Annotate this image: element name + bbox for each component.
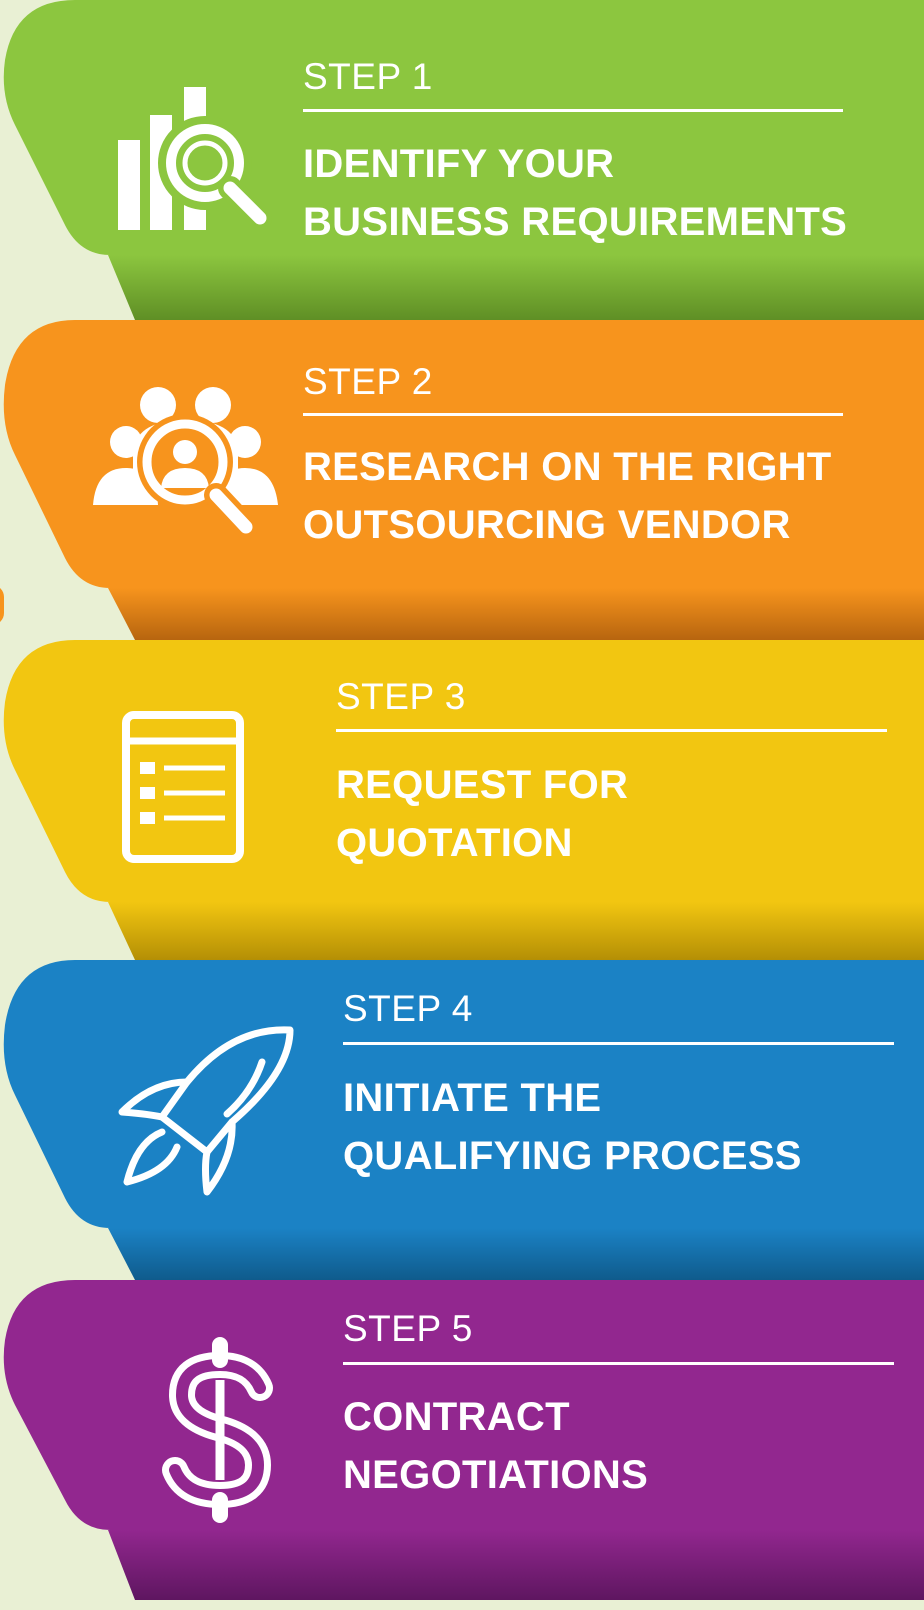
step-4-divider [343, 1042, 894, 1045]
step-3: STEP 3 REQUEST FOR QUOTATION [0, 640, 924, 970]
step-4: STEP 4 INITIATE THE QUALIFYING PROCESS [0, 960, 924, 1290]
step-4-title-line-2: QUALIFYING PROCESS [343, 1134, 802, 1178]
step-1: STEP 1 IDENTIFY YOUR BUSINESS REQUIREMEN… [0, 0, 924, 330]
step-3-divider [336, 729, 887, 732]
dollar-icon [120, 1337, 320, 1523]
step-4-label: STEP 4 [343, 988, 473, 1029]
step-2-title-line-1: RESEARCH ON THE RIGHT [303, 445, 832, 489]
checklist-icon [100, 705, 300, 885]
step-1-title-line-2: BUSINESS REQUIREMENTS [303, 200, 848, 244]
step-5-title-line-2: NEGOTIATIONS [343, 1453, 649, 1497]
step-1-divider [303, 109, 843, 112]
step-5-title: CONTRACT NEGOTIATIONS [343, 1388, 648, 1504]
step-2-title: RESEARCH ON THE RIGHT OUTSOURCING VENDOR [303, 438, 832, 554]
step-1-title-line-1: IDENTIFY YOUR [303, 142, 615, 186]
step-2-divider [303, 413, 843, 416]
step-2: STEP 2 RESEARCH ON THE RIGHT OUTSOURCING… [0, 320, 924, 650]
step-3-title-line-2: QUOTATION [336, 821, 573, 865]
step-2-label: STEP 2 [303, 361, 433, 402]
step-4-title: INITIATE THE QUALIFYING PROCESS [343, 1069, 802, 1185]
step-3-banner [3, 640, 924, 960]
step-3-title: REQUEST FOR QUOTATION [336, 756, 628, 872]
step-5-divider [343, 1362, 894, 1365]
step-5: STEP 5 CONTRACT NEGOTIATIONS [0, 1280, 924, 1610]
step-3-title-line-1: REQUEST FOR [336, 763, 629, 807]
step-1-title: IDENTIFY YOUR BUSINESS REQUIREMENTS [303, 135, 847, 251]
chart-magnifier-icon [100, 75, 300, 255]
step-1-label: STEP 1 [303, 56, 433, 97]
rocket-icon [112, 1022, 312, 1202]
people-search-icon [88, 380, 288, 560]
step-5-title-line-1: CONTRACT [343, 1395, 570, 1439]
step-5-banner [3, 1280, 924, 1600]
step-3-label: STEP 3 [336, 676, 466, 717]
step-2-title-line-2: OUTSOURCING VENDOR [303, 503, 791, 547]
orange-edge-marker [0, 585, 4, 625]
step-5-label: STEP 5 [343, 1308, 473, 1349]
step-4-banner [3, 960, 924, 1280]
step-4-title-line-1: INITIATE THE [343, 1076, 602, 1120]
